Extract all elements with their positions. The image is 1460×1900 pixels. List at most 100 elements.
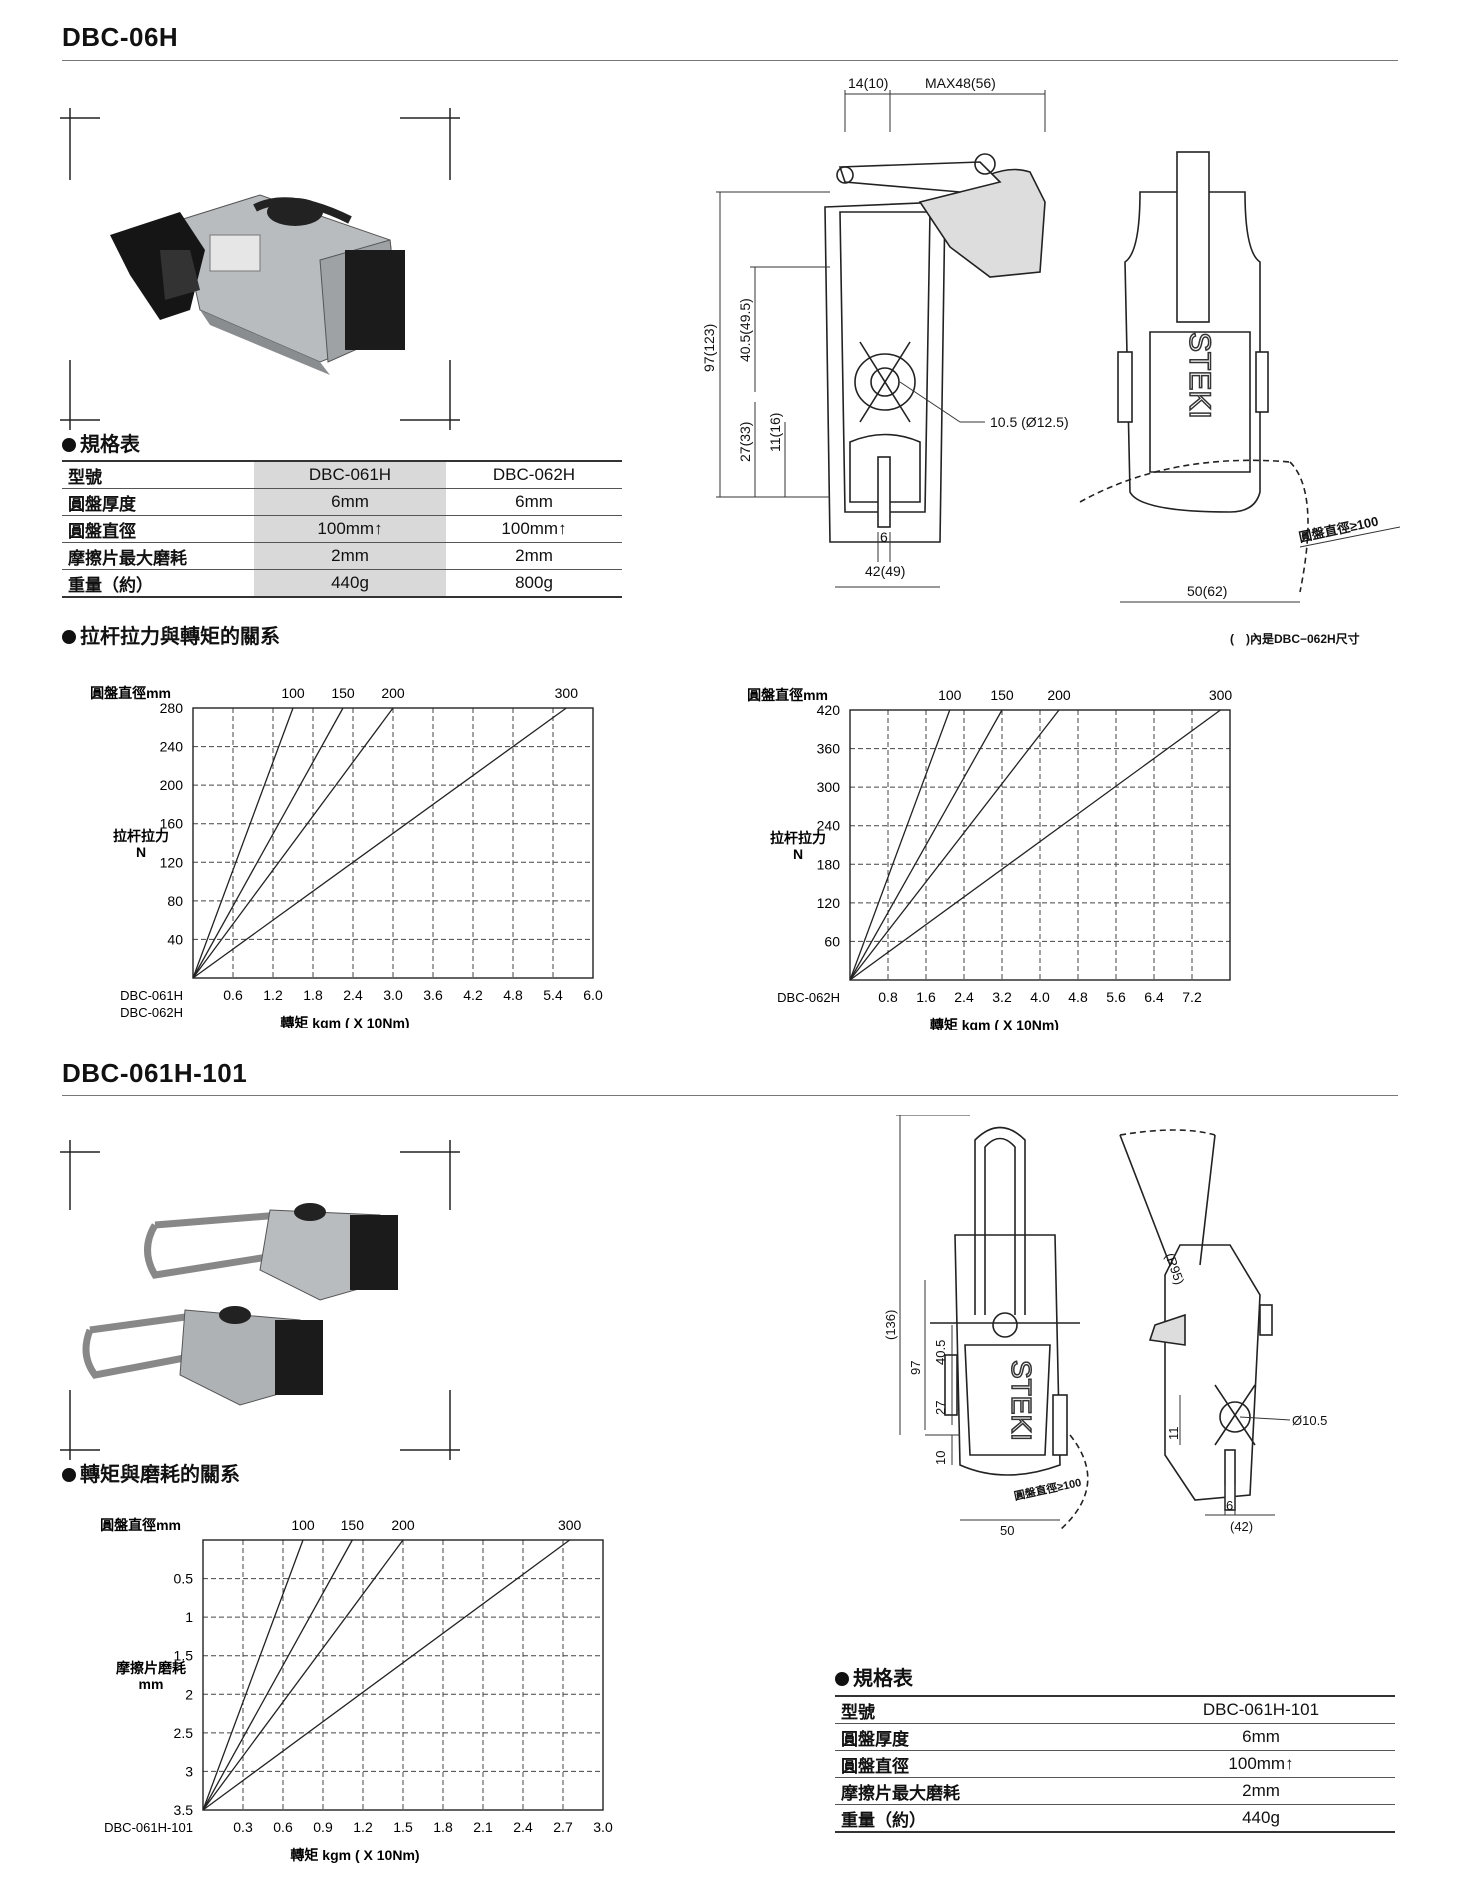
section-divider [62,60,1398,61]
spec-value: 100mm↑ [254,515,446,543]
spec-value: 2mm [254,542,446,570]
x-tick-label: 3.6 [423,987,443,1003]
y-tick-label: 60 [824,933,840,949]
y-tick-label: 80 [167,893,183,909]
x-tick-label: 2.7 [553,1819,573,1835]
y-tick-label: 180 [817,856,841,872]
spec-table-dbc061h101: 型號 DBC-061H-101 圓盤厚度 6mm 圓盤直徑 100mm↑ 摩擦片… [835,1695,1395,1833]
y-tick-label: 240 [160,739,184,755]
product-photo-dbc06h [60,100,480,430]
x-tick-label: 1.2 [353,1819,373,1835]
y-tick-label: 3 [185,1763,193,1779]
y-tick-label: 120 [160,854,184,870]
y-axis-label: 摩擦片磨耗 [116,1660,186,1676]
dim-label: 97(123) [701,324,717,372]
top-axis-label: 圓盤直徑mm [90,685,171,701]
spec-header-col2: DBC-062H [446,460,622,489]
y-tick-label: 360 [817,741,841,757]
brand-label: STEKI [1183,332,1216,419]
y-tick-label: 40 [167,931,183,947]
spec-value: 2mm [446,542,622,570]
dim-label: Ø10.5 [1292,1413,1327,1428]
x-tick-label: 2.4 [954,989,974,1005]
dim-label: 11 [1166,1427,1181,1441]
plot-frame [849,709,1231,981]
technical-drawing-dbc06h: 14(10) MAX48(56) 97(123) 40.5(49.5) 27(3… [700,72,1401,642]
spec-header-col1: DBC-061H [254,460,446,489]
x-tick-label: 5.4 [543,987,563,1003]
y-axis-label: 拉杆拉力 [770,830,826,846]
y-tick-label: 1.5 [174,1648,194,1664]
series-line [192,707,294,979]
dim-label: 27 [933,1401,948,1415]
y-tick-label: 1 [185,1609,193,1625]
dim-label: 50 [1000,1523,1014,1538]
spec-value: 6mm [446,488,622,516]
series-line [202,1539,404,1811]
series-label: 100 [938,687,962,703]
series-label: 200 [391,1517,415,1533]
x-tick-label: 6.0 [583,987,603,1003]
x-tick-label: 0.6 [223,987,243,1003]
spec-value: 6mm [254,488,446,516]
x-tick-label: 1.8 [303,987,323,1003]
y-axis-label: N [793,846,803,862]
top-axis-label: 圓盤直徑mm [100,1517,181,1533]
dim-label: 50(62) [1187,583,1227,599]
dim-label: 6 [1226,1498,1233,1513]
technical-drawing-dbc061h101: (136) 97 40.5 27 10 (R95) 圓盤直徑≥100 50 Ø1… [820,1114,1400,1585]
spec-value: 800g [446,569,622,598]
x-tick-label: 4.8 [503,987,523,1003]
spec-value: 6mm [1127,1723,1395,1751]
section-title-dbc061h101: DBC-061H-101 [62,1058,248,1088]
series-label: 150 [331,685,355,701]
series-line [192,707,394,979]
series-line [202,1539,571,1811]
x-tick-label: 3.0 [383,987,403,1003]
x-tick-label: 1.5 [393,1819,413,1835]
y-tick-label: 3.5 [174,1802,194,1818]
dim-label: (R95) [1162,1251,1187,1287]
series-label: 200 [381,685,405,701]
series-line [202,1539,353,1811]
x-tick-label: 0.6 [273,1819,293,1835]
spec-label: 重量（約） [835,1804,1127,1833]
dim-label: 14(10) [848,75,888,91]
dim-label: 6 [880,529,888,545]
x-tick-label: 1.6 [916,989,936,1005]
y-axis-label: 拉杆拉力 [113,828,169,844]
series-label: 300 [555,685,579,701]
spec-value: 2mm [1127,1777,1395,1805]
series-label: 300 [1209,687,1233,703]
dim-label: 97 [908,1361,923,1375]
section-title-dbc06h: DBC-06H [62,22,179,52]
series-label: 150 [341,1517,365,1533]
spec-label: 圓盤厚度 [835,1723,1127,1751]
spec-value: 100mm↑ [1127,1750,1395,1778]
x-tick-label: 5.6 [1106,989,1126,1005]
spec-heading: 規格表 [62,428,140,457]
spec-label: 摩擦片最大磨耗 [62,542,254,570]
x-tick-label: 4.8 [1068,989,1088,1005]
y-tick-label: 0.5 [174,1571,194,1587]
y-tick-label: 420 [817,702,841,718]
series-label: 100 [281,685,305,701]
x-axis-label: 轉矩 kgm ( X 10Nm) [290,1847,419,1863]
series-label: 200 [1047,687,1071,703]
dim-label: 42(49) [865,563,905,579]
spec-value: 440g [1127,1804,1395,1833]
y-tick-label: 2 [185,1686,193,1702]
x-tick-label: 1.8 [433,1819,453,1835]
x-tick-label: 3.2 [992,989,1012,1005]
x-tick-label: 7.2 [1182,989,1202,1005]
dim-label: 40.5(49.5) [737,298,753,362]
section-divider [62,1095,1398,1096]
dim-label: 圓盤直徑≥100 [1298,513,1380,544]
top-axis-label: 圓盤直徑mm [747,687,828,703]
x-tick-label: 3.0 [593,1819,613,1835]
spec-value: 440g [254,569,446,598]
x-tick-label: 0.8 [878,989,898,1005]
y-tick-label: 160 [160,816,184,832]
